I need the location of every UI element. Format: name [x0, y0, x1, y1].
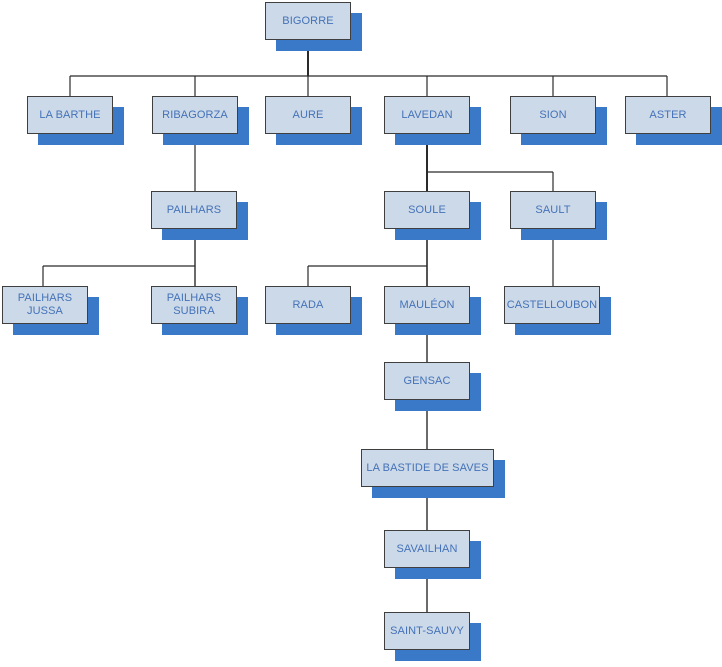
node-label: SAINT-SAUVY	[390, 624, 464, 637]
node-box: LA BARTHE	[27, 96, 113, 134]
node-la-bastide-de-saves[interactable]: LA BASTIDE DE SAVES	[361, 449, 505, 498]
node-box: RIBAGORZA	[152, 96, 238, 134]
node-gensac[interactable]: GENSAC	[384, 362, 481, 411]
node-box: SION	[510, 96, 596, 134]
node-label: PAILHARS JUSSA	[17, 292, 73, 317]
node-box: RADA	[265, 286, 351, 324]
node-box: MAULÉON	[384, 286, 470, 324]
node-label: MAULÉON	[399, 298, 455, 311]
node-label: SOULE	[408, 203, 446, 216]
node-box: SAINT-SAUVY	[384, 612, 470, 650]
node-mauleon[interactable]: MAULÉON	[384, 286, 481, 335]
node-label: RIBAGORZA	[162, 108, 228, 121]
node-box: PAILHARS SUBIRA	[151, 286, 237, 324]
node-box: AURE	[265, 96, 351, 134]
node-castelloubon[interactable]: CASTELLOUBON	[504, 286, 611, 335]
node-box: GENSAC	[384, 362, 470, 400]
node-label: GENSAC	[403, 374, 451, 387]
node-box: LAVEDAN	[384, 96, 470, 134]
node-box: SAULT	[510, 191, 596, 229]
node-label: SAVAILHAN	[396, 542, 458, 555]
node-sion[interactable]: SION	[510, 96, 607, 145]
node-label: CASTELLOUBON	[506, 298, 598, 311]
node-sault[interactable]: SAULT	[510, 191, 607, 240]
node-label: PAILHARS	[166, 203, 222, 216]
node-pailhars[interactable]: PAILHARS	[151, 191, 248, 240]
node-label: SAULT	[535, 203, 571, 216]
node-box: LA BASTIDE DE SAVES	[361, 449, 494, 487]
edge-group-bigorre	[69, 40, 668, 96]
node-label: BIGORRE	[282, 14, 334, 27]
node-saint-sauvy[interactable]: SAINT-SAUVY	[384, 612, 481, 661]
node-label: SION	[539, 108, 567, 121]
node-lavedan[interactable]: LAVEDAN	[384, 96, 481, 145]
node-soule[interactable]: SOULE	[384, 191, 481, 240]
node-box: PAILHARS	[151, 191, 237, 229]
node-bigorre[interactable]: BIGORRE	[265, 2, 362, 51]
node-pailhars-jussa[interactable]: PAILHARS JUSSA	[2, 286, 99, 335]
node-la-barthe[interactable]: LA BARTHE	[27, 96, 124, 145]
node-aster[interactable]: ASTER	[625, 96, 722, 145]
node-ribagorza[interactable]: RIBAGORZA	[152, 96, 249, 145]
node-label: LA BARTHE	[39, 108, 101, 121]
node-rada[interactable]: RADA	[265, 286, 362, 335]
node-pailhars-subira[interactable]: PAILHARS SUBIRA	[151, 286, 248, 335]
node-box: ASTER	[625, 96, 711, 134]
node-savailhan[interactable]: SAVAILHAN	[384, 530, 481, 579]
node-aure[interactable]: AURE	[265, 96, 362, 145]
node-box: SAVAILHAN	[384, 530, 470, 568]
node-label: LA BASTIDE DE SAVES	[366, 461, 489, 474]
node-box: PAILHARS JUSSA	[2, 286, 88, 324]
node-label: PAILHARS SUBIRA	[166, 292, 222, 317]
node-label: RADA	[292, 298, 324, 311]
node-box: BIGORRE	[265, 2, 351, 40]
node-box: SOULE	[384, 191, 470, 229]
node-label: ASTER	[649, 108, 687, 121]
node-label: LAVEDAN	[401, 108, 453, 121]
node-box: CASTELLOUBON	[504, 286, 600, 324]
node-label: AURE	[292, 108, 324, 121]
